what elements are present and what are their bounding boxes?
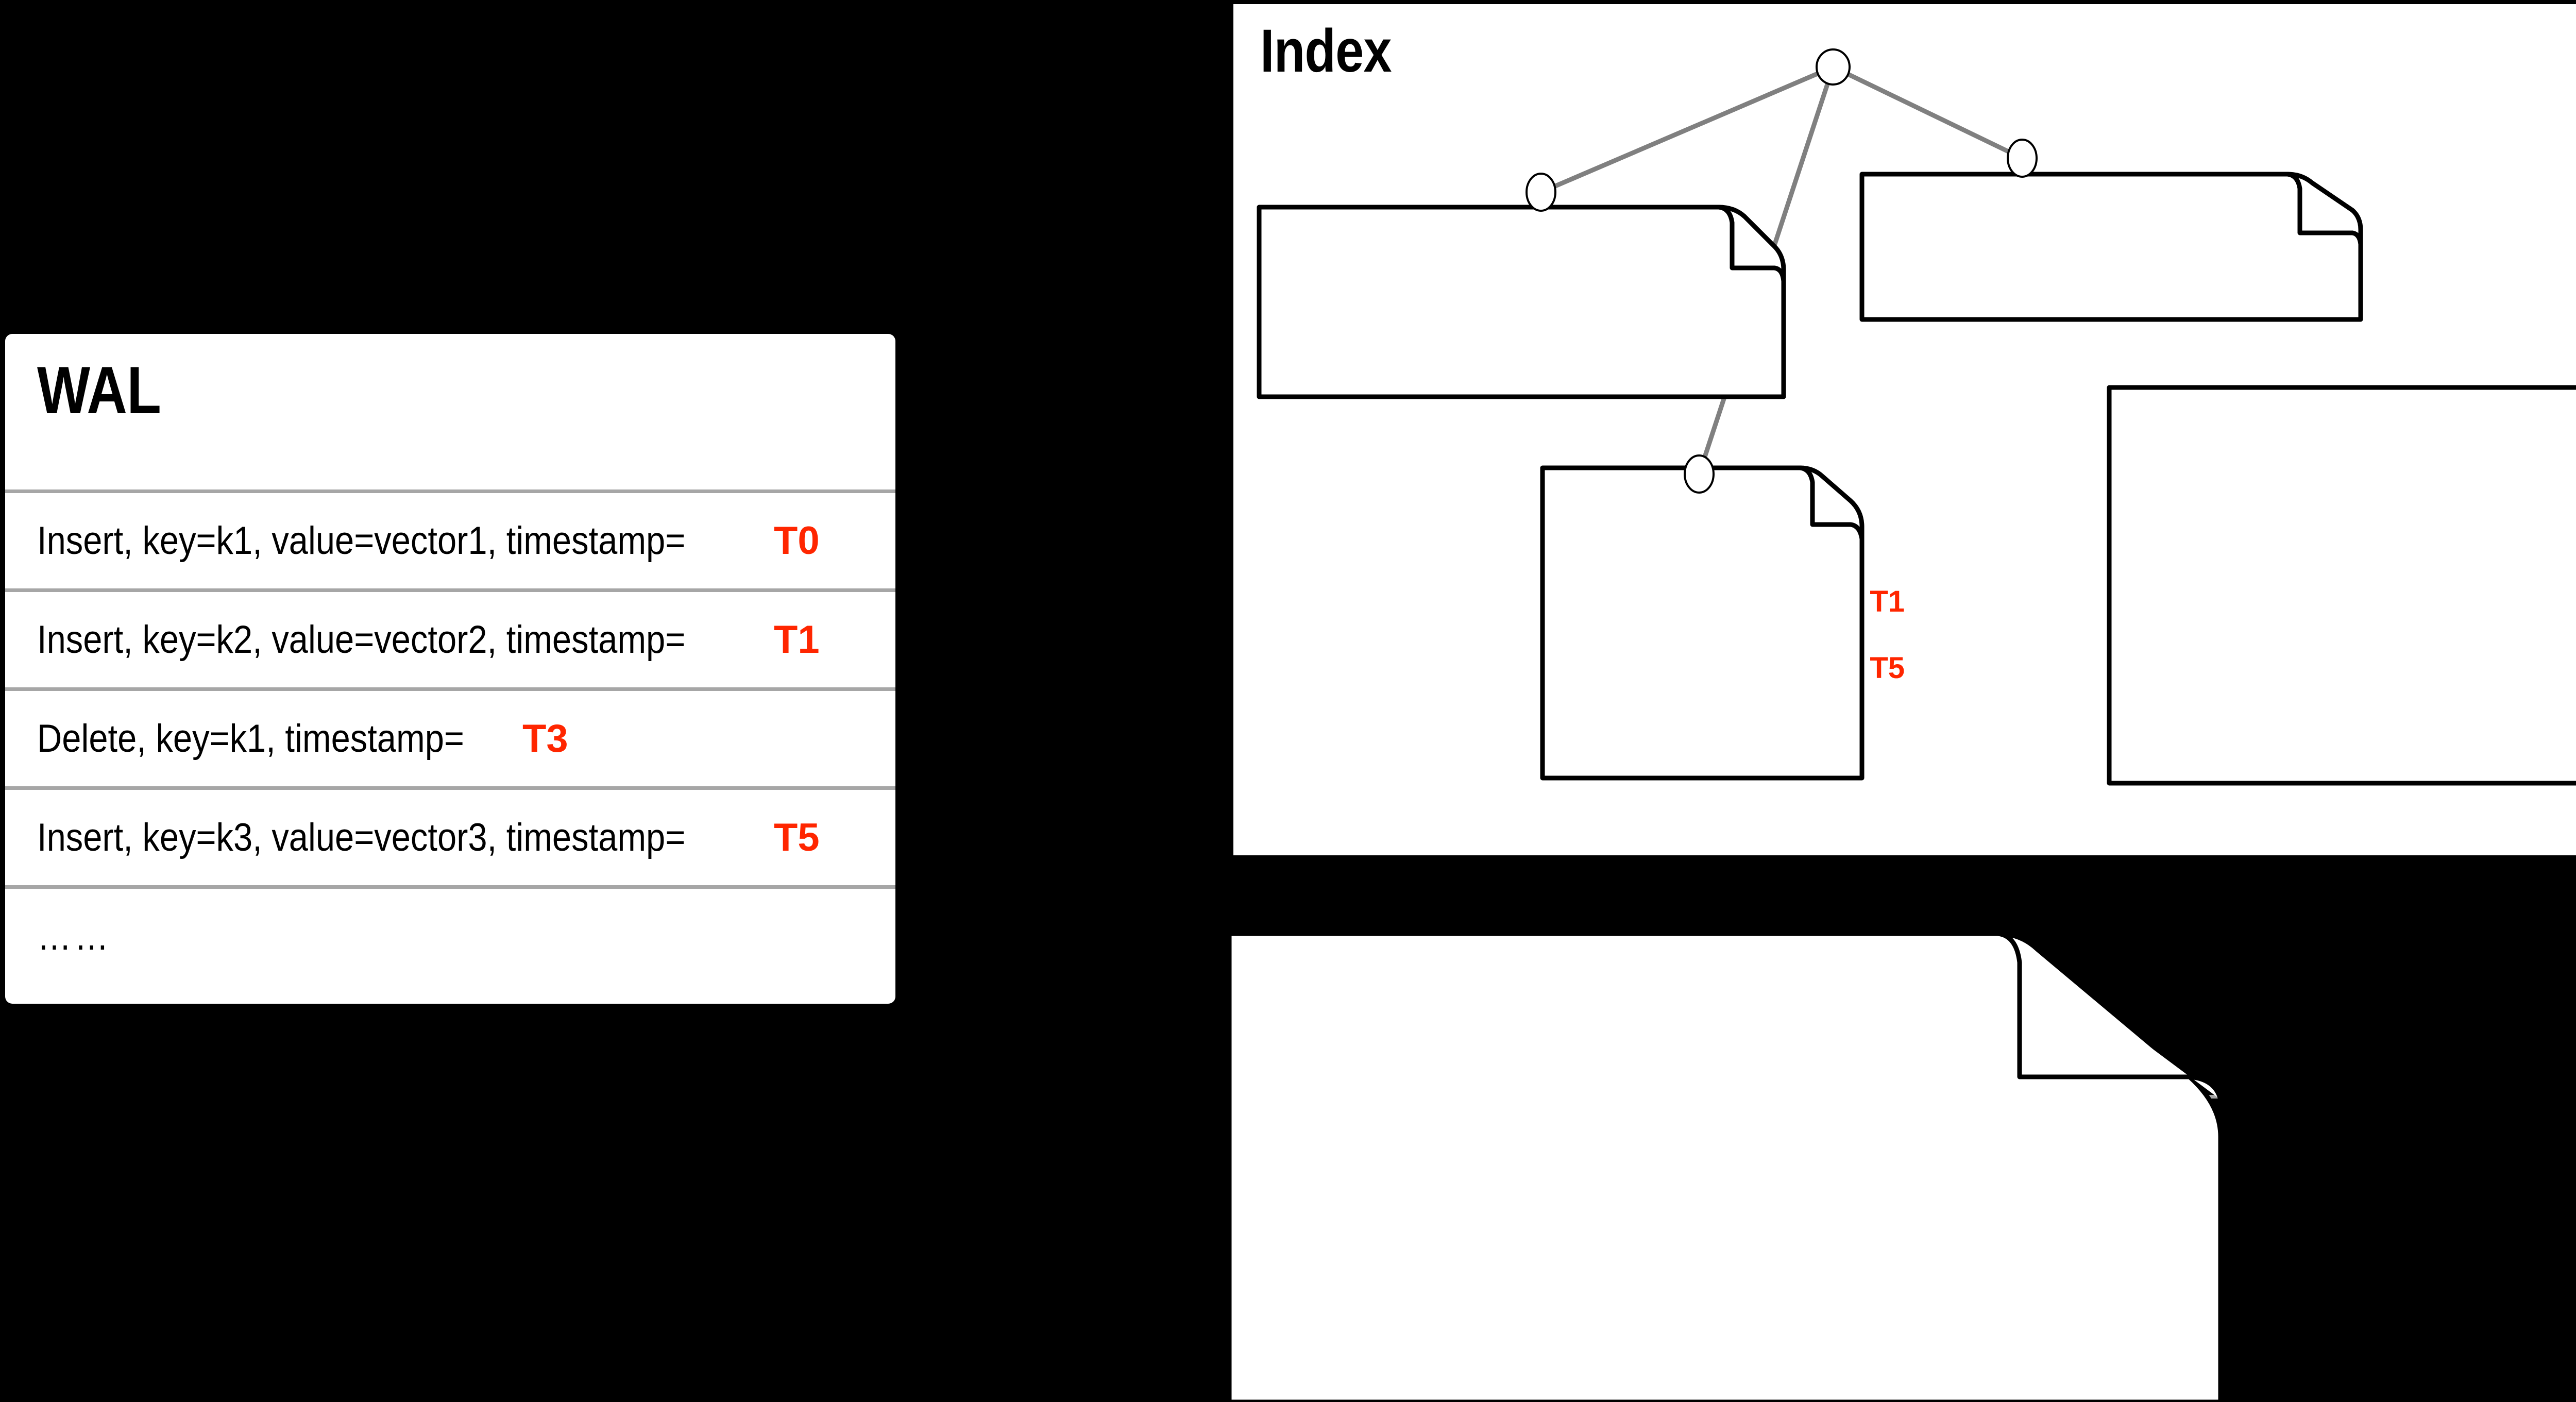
wal-panel: WAL Insert, key=k1, value=vector1, times…	[5, 334, 895, 1004]
segment-row-text: ……	[2079, 234, 2144, 268]
segment-row-text: ……	[1670, 723, 1735, 756]
segment-row: ……	[1543, 699, 1862, 777]
delete-log-row: ……	[2109, 652, 2576, 781]
bin-log-row: ……	[1229, 1299, 2221, 1401]
delete-log-row-text: k3, delete_pos, …, timestamp=	[2128, 595, 2491, 629]
bin-log-row-timestamp: T1	[1894, 1231, 1934, 1269]
bin-log-row-text: Op=Insert, execution_time=5,…,timestamp=	[1249, 1231, 1818, 1269]
segment-row: k3, vector3, timestamp= T5	[1543, 634, 1905, 699]
delete-log-row-list: k3, delete_pos, …, timestamp= T3 ……	[2109, 568, 2576, 781]
bin-log-panel: Bin Log Op=Insert, execution_time=3,…,ti…	[1229, 934, 2221, 1401]
segment-c-row-list: k2, vector2, timestamp= T1 k3, vector3, t…	[1543, 566, 1905, 777]
delete-log-title: Delete Log	[2136, 415, 2362, 475]
delete-log-row-text: ……	[2407, 702, 2472, 735]
segment-row: ……	[1259, 339, 1774, 397]
segment-row-timestamp: T1	[1870, 585, 1905, 618]
segment-row-text: k1, vector1, timestamp=	[1270, 296, 1551, 330]
segment-row: k2, vector2, timestamp= T1	[1543, 566, 1905, 634]
segment-row-timestamp: T0	[1588, 296, 1623, 330]
wal-row: Delete, key=k1, timestamp= T3	[5, 687, 895, 786]
bin-log-title: Bin Log	[1247, 954, 1415, 1015]
wal-row-timestamp: T3	[522, 717, 568, 761]
segment-row-timestamp: T5	[1870, 651, 1905, 685]
delete-log-row: k3, delete_pos, …, timestamp= T3	[2109, 568, 2576, 652]
wal-row-text: Delete, key=k1, timestamp=	[37, 717, 464, 761]
wal-row: Insert, key=k2, value=vector2, timestamp…	[5, 588, 895, 687]
wal-row-text: Insert, key=k1, value=vector1, timestamp…	[37, 519, 686, 563]
bin-log-row: Op=Insert, execution_time=5,…,timestamp=…	[1229, 1197, 2221, 1299]
wal-row-timestamp: T5	[773, 816, 820, 859]
wal-row: Insert, key=k3, value=vector3, timestamp…	[5, 786, 895, 885]
wal-title: WAL	[37, 352, 161, 428]
segment-row: k1, vector1, timestamp= T0	[1259, 283, 1774, 339]
segment-a-row-list: k1, vector1, timestamp= T0 ……	[1259, 283, 1774, 397]
wal-row-text: ……	[37, 915, 112, 958]
delete-log-panel: Delete Log k3, delete_pos, …, timestamp=…	[2109, 387, 2576, 783]
wal-row-timestamp: T1	[773, 618, 820, 662]
delete-log-row-timestamp: T3	[2540, 595, 2575, 629]
wal-row: ……	[5, 885, 895, 984]
bin-log-row-list: Op=Insert, execution_time=3,…,timestamp=…	[1229, 1095, 2221, 1401]
wal-row-list: Insert, key=k1, value=vector1, timestamp…	[5, 489, 895, 984]
wal-row-text: Insert, key=k3, value=vector3, timestamp…	[37, 816, 686, 859]
index-segment-c: k2, vector2, timestamp= T1 k3, vector3, t…	[1543, 468, 1905, 778]
index-segment-b: ……	[1862, 174, 2361, 319]
segment-row-text: k2, vector2, timestamp=	[1552, 585, 1832, 618]
bin-log-row-text: Op=Insert, execution_time=3,…,timestamp=	[1249, 1129, 1818, 1167]
bin-log-row-text: ……	[1249, 1333, 1312, 1371]
wal-row-timestamp: T0	[773, 519, 820, 563]
bin-log-row: Op=Insert, execution_time=3,…,timestamp=…	[1229, 1095, 2221, 1197]
index-segment-a: k1, vector1, timestamp= T0 ……	[1259, 207, 1774, 397]
wal-row-text: Insert, key=k2, value=vector2, timestamp…	[37, 618, 686, 662]
segment-row-text: k3, vector3, timestamp=	[1552, 651, 1832, 685]
index-title: Index	[1260, 17, 1392, 85]
segment-row-text: ……	[1484, 353, 1549, 386]
wal-row: Insert, key=k1, value=vector1, timestamp…	[5, 489, 895, 588]
bin-log-row-timestamp: T0	[1894, 1129, 1934, 1167]
